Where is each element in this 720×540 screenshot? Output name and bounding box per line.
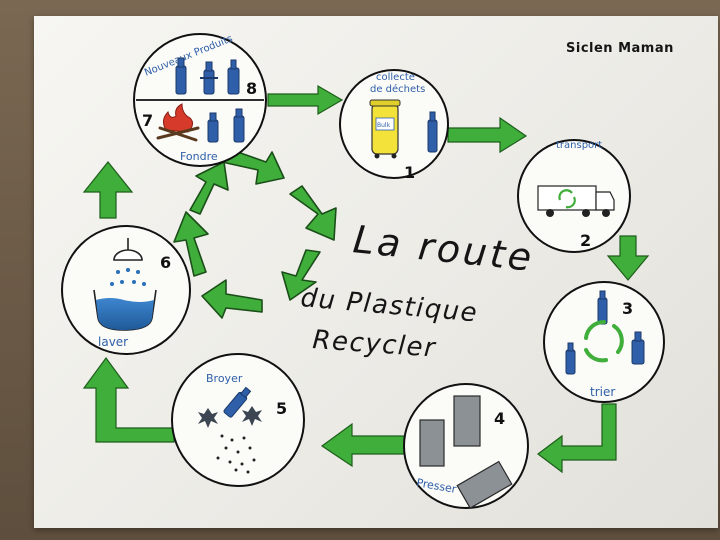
step-4-presser: 4 Presser: [403, 383, 529, 509]
recycle-icon: [558, 189, 576, 209]
step-3-number: 3: [622, 299, 633, 318]
bottle-icon: [227, 59, 240, 95]
arrow-4-to-5: [320, 422, 405, 468]
bottle-icon: [223, 386, 252, 418]
author-signature: Siclen Maman: [566, 41, 674, 56]
step-4-number: 4: [494, 409, 505, 428]
step-6-label: laver: [98, 335, 128, 349]
water-drops: [110, 268, 146, 286]
step-1-label-line1: collecte: [376, 72, 415, 83]
step-1-number: 1: [404, 163, 415, 182]
shredder-blade-icon: [198, 406, 262, 428]
step-6-number: 6: [160, 253, 171, 272]
step-2-number: 2: [580, 231, 591, 250]
bottle-icon: [565, 342, 576, 375]
step-3-trier: 3 trier: [543, 281, 665, 403]
step-6-laver: 6 laver: [61, 225, 191, 355]
cycle-arrows: [82, 84, 650, 474]
recycle-icon: [173, 149, 337, 319]
step-8-number: 8: [246, 79, 257, 98]
step-7-label: Fondre: [180, 150, 218, 163]
arrow-5-to-6: [82, 356, 175, 443]
step-1-label-line2: de déchets: [370, 83, 425, 95]
step-2-transport: transport 2: [517, 139, 631, 253]
title-line-1: La route: [351, 217, 536, 280]
step-5-broyer: Broyer 5: [171, 353, 305, 487]
wash-water: [96, 298, 154, 330]
step-5-label: Broyer: [206, 372, 243, 385]
bottle-icon: [427, 111, 438, 153]
shower-icon: [113, 238, 143, 261]
step-5-number: 5: [276, 399, 287, 418]
shredded-particles: [216, 434, 256, 474]
bottle-icon: [233, 108, 245, 143]
fire-icon: [156, 103, 200, 142]
step-7-number: 7: [142, 111, 153, 130]
recycle-icon: [584, 319, 624, 363]
bottle-icon: [200, 61, 218, 95]
arrow-1-to-2: [447, 116, 528, 154]
step-7-8-fondre-produits: Nouveaux Produits 8 7: [133, 33, 267, 167]
step-1-collecte: collecte de déchets Bulk 1: [339, 69, 449, 182]
bottle-icon: [631, 331, 645, 365]
arrow-3-to-4: [537, 403, 617, 474]
truck-icon: [537, 185, 615, 217]
title-line-2: du Plastique: [299, 283, 479, 328]
arrow-2-to-3: [606, 235, 650, 281]
step-3-label: trier: [590, 385, 615, 399]
bin-icon: Bulk: [369, 99, 401, 159]
arrow-6-to-7: [82, 161, 134, 219]
bin-label: Bulk: [377, 122, 391, 129]
bottle-icon: [175, 57, 187, 95]
bottle-icon: [207, 112, 219, 143]
title-line-3: Recycler: [312, 325, 439, 364]
step-2-label: transport: [556, 140, 602, 151]
arrow-8-to-1: [267, 84, 344, 116]
